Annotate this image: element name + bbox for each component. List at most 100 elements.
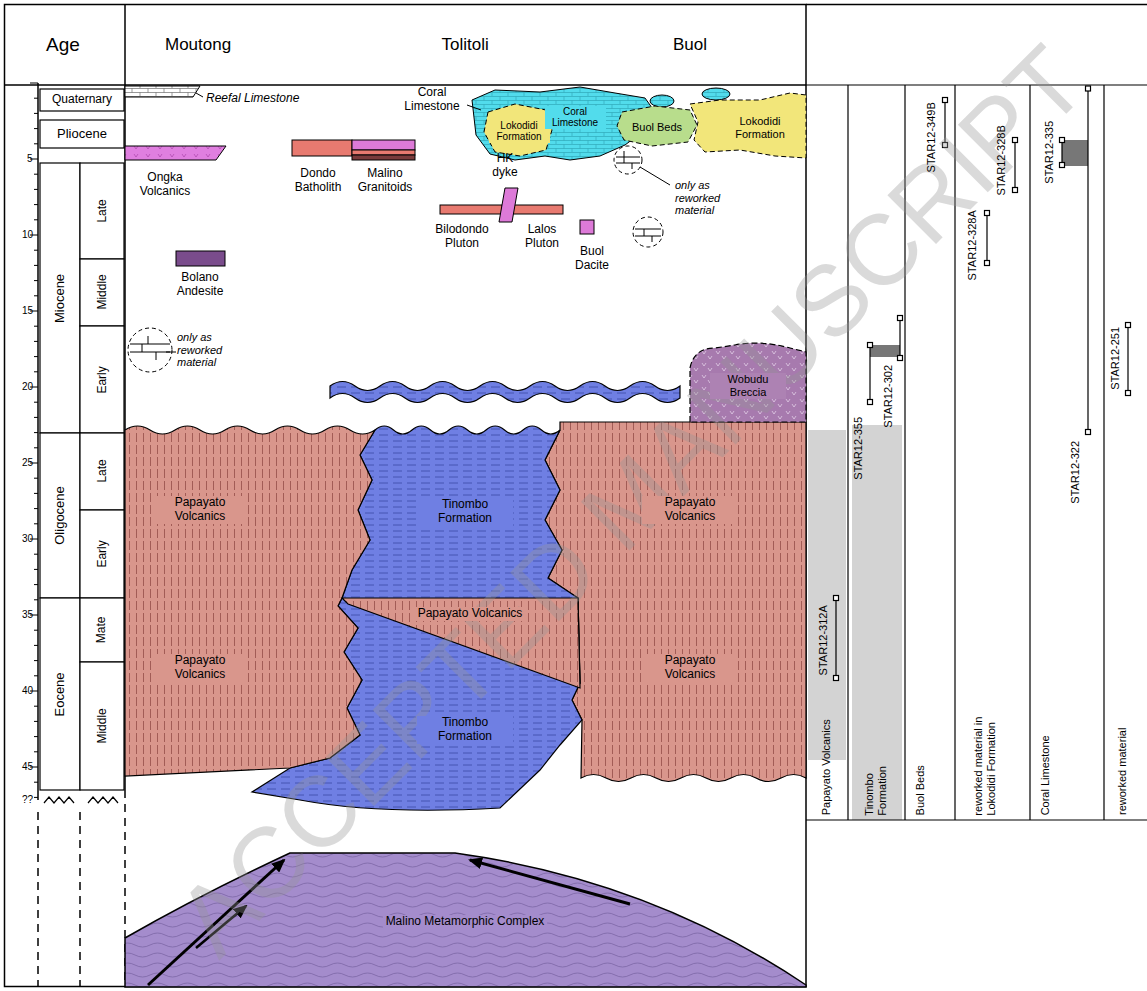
age-tick-mark-part (34, 265, 38, 266)
sample-column-label: Tinombo Formation (863, 753, 888, 815)
rock-unit-name: Coral Limestone (545, 106, 606, 129)
age-tick-mark-part (34, 584, 38, 585)
sample-id: STAR12-251 (1109, 326, 1122, 389)
age-tick-label: 10 (22, 229, 33, 241)
age-tick-label-text: 35 (22, 609, 33, 620)
age-tick-mark-part (34, 736, 38, 737)
age-tick-mark-part (34, 219, 38, 220)
time-scale-box-part (80, 598, 124, 662)
age-tick-mark-part (34, 432, 38, 433)
unit-label: Bolano Andesite (168, 271, 233, 299)
age-tick-mark-part (34, 675, 38, 676)
limestone-unit-part (125, 86, 200, 97)
age-range-bar-part (834, 676, 839, 681)
sample-column-label: Papayato Volcanics (820, 719, 833, 815)
column-header-text: Tolitoli (442, 35, 489, 54)
time-unit: Quaternary (52, 93, 112, 107)
intrusive-body-part (352, 140, 415, 150)
limestone-unit-part (484, 104, 552, 156)
time-unit-text: Middle (94, 274, 108, 309)
age-tick-label-text: 45 (22, 761, 33, 772)
time-unit: Miocene (53, 273, 68, 322)
rock-unit-name: Lokodidi Formation (489, 120, 550, 143)
metamorphic-basement-part (470, 860, 630, 904)
rock-unit: Lokodidi Formation (721, 114, 799, 141)
age-tick-mark-part (34, 326, 38, 327)
unit-label: Bilodondo Pluton (425, 223, 500, 251)
unit-label-text: Ongka Volcanics (140, 170, 191, 198)
unconformity-mark-part (88, 797, 118, 803)
rock-unit-name: Wobudu Breccia (710, 373, 786, 398)
age-tick-mark-part (34, 174, 38, 175)
rock-unit-name: Papayato Volcanics (415, 607, 526, 621)
sample-id: STAR12-335 (1043, 120, 1056, 183)
age-tick-mark-part (34, 508, 38, 509)
time-scale-box-part (80, 433, 124, 510)
age-tick-mark-part (34, 204, 38, 205)
time-scale-box (40, 89, 124, 790)
time-unit-text: Quaternary (52, 92, 112, 106)
sample-id: STAR12-328B (995, 125, 1008, 195)
frame-part (5, 5, 807, 987)
reworked-symbol-part (633, 217, 663, 247)
age-range-bar-part (1060, 163, 1065, 168)
frame-part (37, 812, 39, 987)
time-scale-box-part (40, 598, 80, 790)
rock-unit-name: Tinombo Formation (417, 498, 513, 526)
age-tick-mark-part (34, 782, 38, 783)
sample-table-part (1103, 85, 1104, 820)
intrusive-body-part (352, 155, 415, 160)
unit-label: Ongka Volcanics (125, 171, 205, 199)
age-tick-label-text: 40 (22, 685, 33, 696)
limestone-unit-part (650, 95, 674, 107)
time-unit-text: Miocene (52, 273, 67, 322)
age-tick-mark-part (34, 417, 38, 418)
time-scale-box-part (40, 89, 124, 111)
age-tick-mark-part (34, 143, 38, 144)
sample-column-label-text: Tinombo Formation (863, 766, 888, 816)
time-unit: Oligocene (52, 486, 67, 545)
time-unit: Pliocene (57, 127, 107, 142)
reworked-symbol-part (635, 229, 661, 242)
reworked-symbol-part (166, 352, 176, 353)
unit-label-text: HK dyke (492, 151, 517, 179)
age-tick-label-text: 10 (22, 229, 33, 240)
unit-label-text: Buol Dacite (575, 244, 609, 272)
unit-label: HK dyke (485, 152, 525, 180)
sample-column-label: reworked material in Lokodidi Formation (972, 703, 997, 815)
column-header-text: Buol (673, 35, 707, 54)
time-unit-text: Pliocene (57, 126, 107, 141)
time-unit-text: Late (94, 199, 108, 222)
unit-label-text: only as reworked material (177, 331, 222, 368)
intrusive-body-part (499, 188, 518, 222)
sample-id: STAR12-355 (852, 416, 865, 479)
rock-unit: Tinombo Formation (416, 497, 514, 527)
age-tick-mark-part (34, 554, 38, 555)
unit-label-text: only as reworked material (675, 179, 720, 216)
age-tick-mark-part (34, 447, 38, 448)
rock-unit: Papayato Volcanics (151, 495, 249, 525)
frame-part (37, 83, 39, 800)
limestone-unit (125, 86, 806, 160)
time-unit-text: Early (94, 540, 108, 567)
reworked-symbol (128, 146, 670, 372)
age-range-bar-part (1087, 88, 1088, 432)
age-range-bar-part (868, 400, 873, 405)
age-tick-mark-part (34, 189, 38, 190)
sample-id-text: STAR12-251 (1109, 326, 1121, 389)
age-tick-mark-part (34, 478, 38, 479)
unit-label: Lalos Pluton (520, 223, 565, 251)
unit-label-text: Malino Granitoids (358, 166, 413, 194)
sample-column-label-text: Papayato Volcanics (820, 719, 832, 815)
time-unit: Early (95, 540, 109, 567)
frame-part (79, 812, 81, 987)
age-tick-label: 40 (22, 685, 33, 697)
age-tick-label: 15 (22, 305, 33, 317)
limestone-unit-part (702, 88, 730, 100)
rock-unit-name: Tinombo Formation (417, 716, 513, 744)
age-tick-mark-part (34, 630, 38, 631)
rock-unit-name: Lokodidi Formation (722, 115, 798, 140)
limestone-unit-part (467, 105, 481, 110)
reworked-symbol-part (616, 151, 640, 169)
